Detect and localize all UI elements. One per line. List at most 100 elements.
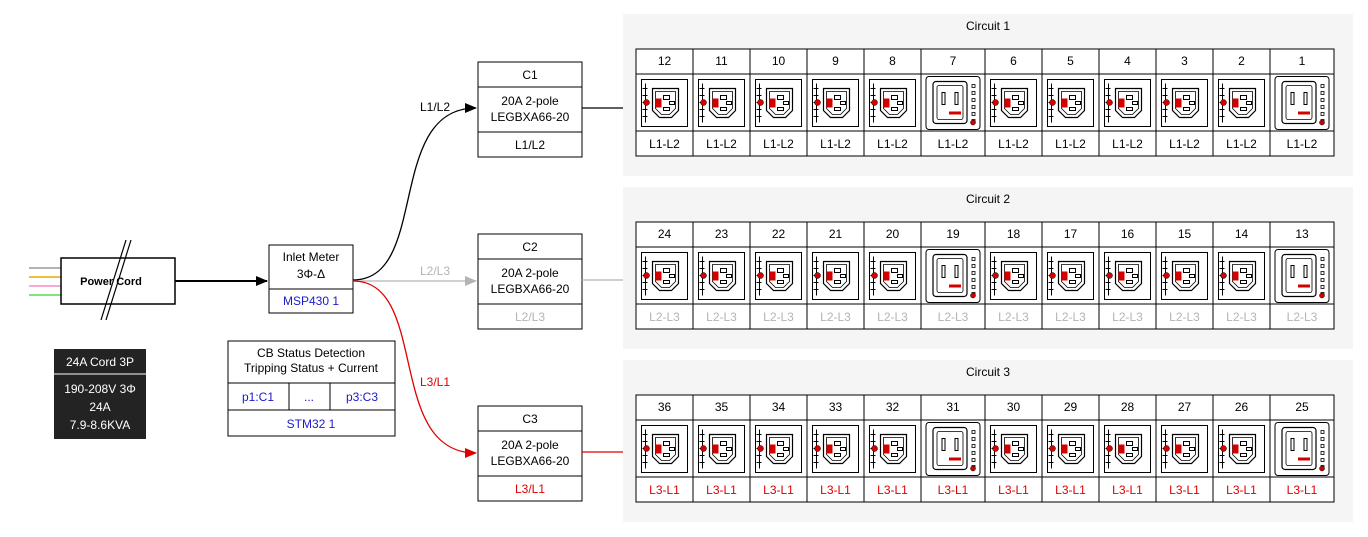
outlet-indicator-icon	[712, 444, 719, 454]
breaker-phase: L1/L2	[515, 138, 545, 152]
c19-socket-icon	[932, 80, 968, 125]
inlet-meter-phase: 3Φ-Δ	[297, 267, 325, 281]
cord-break-mark	[105, 239, 132, 321]
c13-socket-icon	[879, 87, 908, 119]
outlet-phase: L3-L1	[877, 483, 908, 497]
outlet-phase: L2-L3	[649, 310, 680, 324]
outlet-number: 5	[1067, 54, 1074, 68]
outlet-phase: L1-L2	[1287, 137, 1318, 151]
outlet-number: 35	[715, 400, 729, 414]
inlet-meter-title: Inlet Meter	[283, 250, 340, 264]
outlet-indicator-icon	[1175, 271, 1182, 281]
c13-socket-icon	[765, 87, 794, 119]
outlet-number: 14	[1235, 227, 1249, 241]
outlet-5: 5L1-L2	[1047, 54, 1094, 151]
outlet-indicator-icon	[769, 444, 776, 454]
outlet-phase: L3-L1	[649, 483, 680, 497]
outlet-number: 19	[946, 227, 960, 241]
cb-status-node: CB Status Detection Tripping Status + Cu…	[227, 340, 396, 437]
cb-port-1: p1:C1	[242, 390, 274, 404]
inlet-meter-node: Inlet Meter 3Φ-Δ MSP430 1	[268, 244, 354, 314]
outlet-phase: L3-L1	[1169, 483, 1200, 497]
c13-socket-icon	[879, 433, 908, 465]
outlet-number: 21	[829, 227, 843, 241]
edge-label-l3l1: L3/L1	[420, 375, 450, 389]
outlet-number: 36	[658, 400, 672, 414]
breaker-model: LEGBXA66-20	[491, 110, 570, 124]
outlet-indicator-icon	[1232, 98, 1239, 108]
outlet-phase: L2-L3	[1112, 310, 1143, 324]
breaker-name: C2	[522, 240, 538, 254]
c13-socket-icon	[1114, 433, 1143, 465]
circuit-1: Circuit 112L1-L211L1-L210L1-L29L1-L28L1-…	[623, 14, 1353, 176]
c19-socket-icon	[1281, 80, 1317, 125]
outlet-phase: L1-L2	[763, 137, 794, 151]
outlet-indicator-icon	[769, 271, 776, 281]
outlet-9: 9L1-L2	[812, 54, 859, 151]
breaker-phase: L3/L1	[515, 482, 545, 496]
cb-port-2: ...	[304, 390, 314, 404]
outlet-number: 27	[1178, 400, 1192, 414]
outlet-phase: L1-L2	[877, 137, 908, 151]
outlet-number: 9	[832, 54, 839, 68]
outlet-indicator-icon	[712, 271, 719, 281]
outlet-number: 2	[1238, 54, 1245, 68]
outlet-phase: L2-L3	[877, 310, 908, 324]
circuit-title: Circuit 1	[966, 19, 1010, 33]
outlet-phase: L1-L2	[1169, 137, 1200, 151]
outlet-phase: L1-L2	[938, 137, 969, 151]
outlet-number: 15	[1178, 227, 1192, 241]
outlet-indicator-icon	[1232, 271, 1239, 281]
outlet-phase: L3-L1	[1226, 483, 1257, 497]
breaker-name: C1	[522, 68, 538, 82]
outlet-indicator-icon	[712, 98, 719, 108]
outlet-number: 30	[1007, 400, 1021, 414]
outlet-indicator-icon	[826, 444, 833, 454]
outlet-number: 28	[1121, 400, 1135, 414]
outlet-number: 7	[950, 54, 957, 68]
outlet-number: 24	[658, 227, 672, 241]
c13-socket-icon	[1000, 433, 1029, 465]
outlet-number: 16	[1121, 227, 1135, 241]
breaker-name: C3	[522, 412, 538, 426]
c19-socket-icon	[1281, 426, 1317, 471]
outlet-indicator-icon	[883, 271, 890, 281]
outlet-2: 2L1-L2	[1218, 54, 1265, 151]
c13-socket-icon	[765, 433, 794, 465]
outlet-phase: L3-L1	[763, 483, 794, 497]
outlet-phase: L3-L1	[1112, 483, 1143, 497]
breaker-rating: 20A 2-pole	[501, 94, 559, 108]
outlet-indicator-icon	[949, 457, 961, 461]
outlet-number: 18	[1007, 227, 1021, 241]
cord-info-box: 24A Cord 3P 190-208V 3Φ 24A 7.9-8.6KVA	[54, 349, 146, 439]
cord-break-mark	[100, 239, 127, 321]
outlet-indicator-icon	[1118, 98, 1125, 108]
circuit-3: Circuit 336L3-L135L3-L134L3-L133L3-L132L…	[623, 360, 1353, 522]
outlet-phase: L1-L2	[1112, 137, 1143, 151]
outlet-phase: L3-L1	[1055, 483, 1086, 497]
c19-socket-icon	[1281, 253, 1317, 298]
outlet-phase: L2-L3	[1226, 310, 1257, 324]
outlet-indicator-icon	[1118, 444, 1125, 454]
c13-socket-icon	[1000, 260, 1029, 292]
outlet-phase: L1-L2	[998, 137, 1029, 151]
outlet-phase: L2-L3	[706, 310, 737, 324]
edge-l3l1	[352, 280, 477, 458]
